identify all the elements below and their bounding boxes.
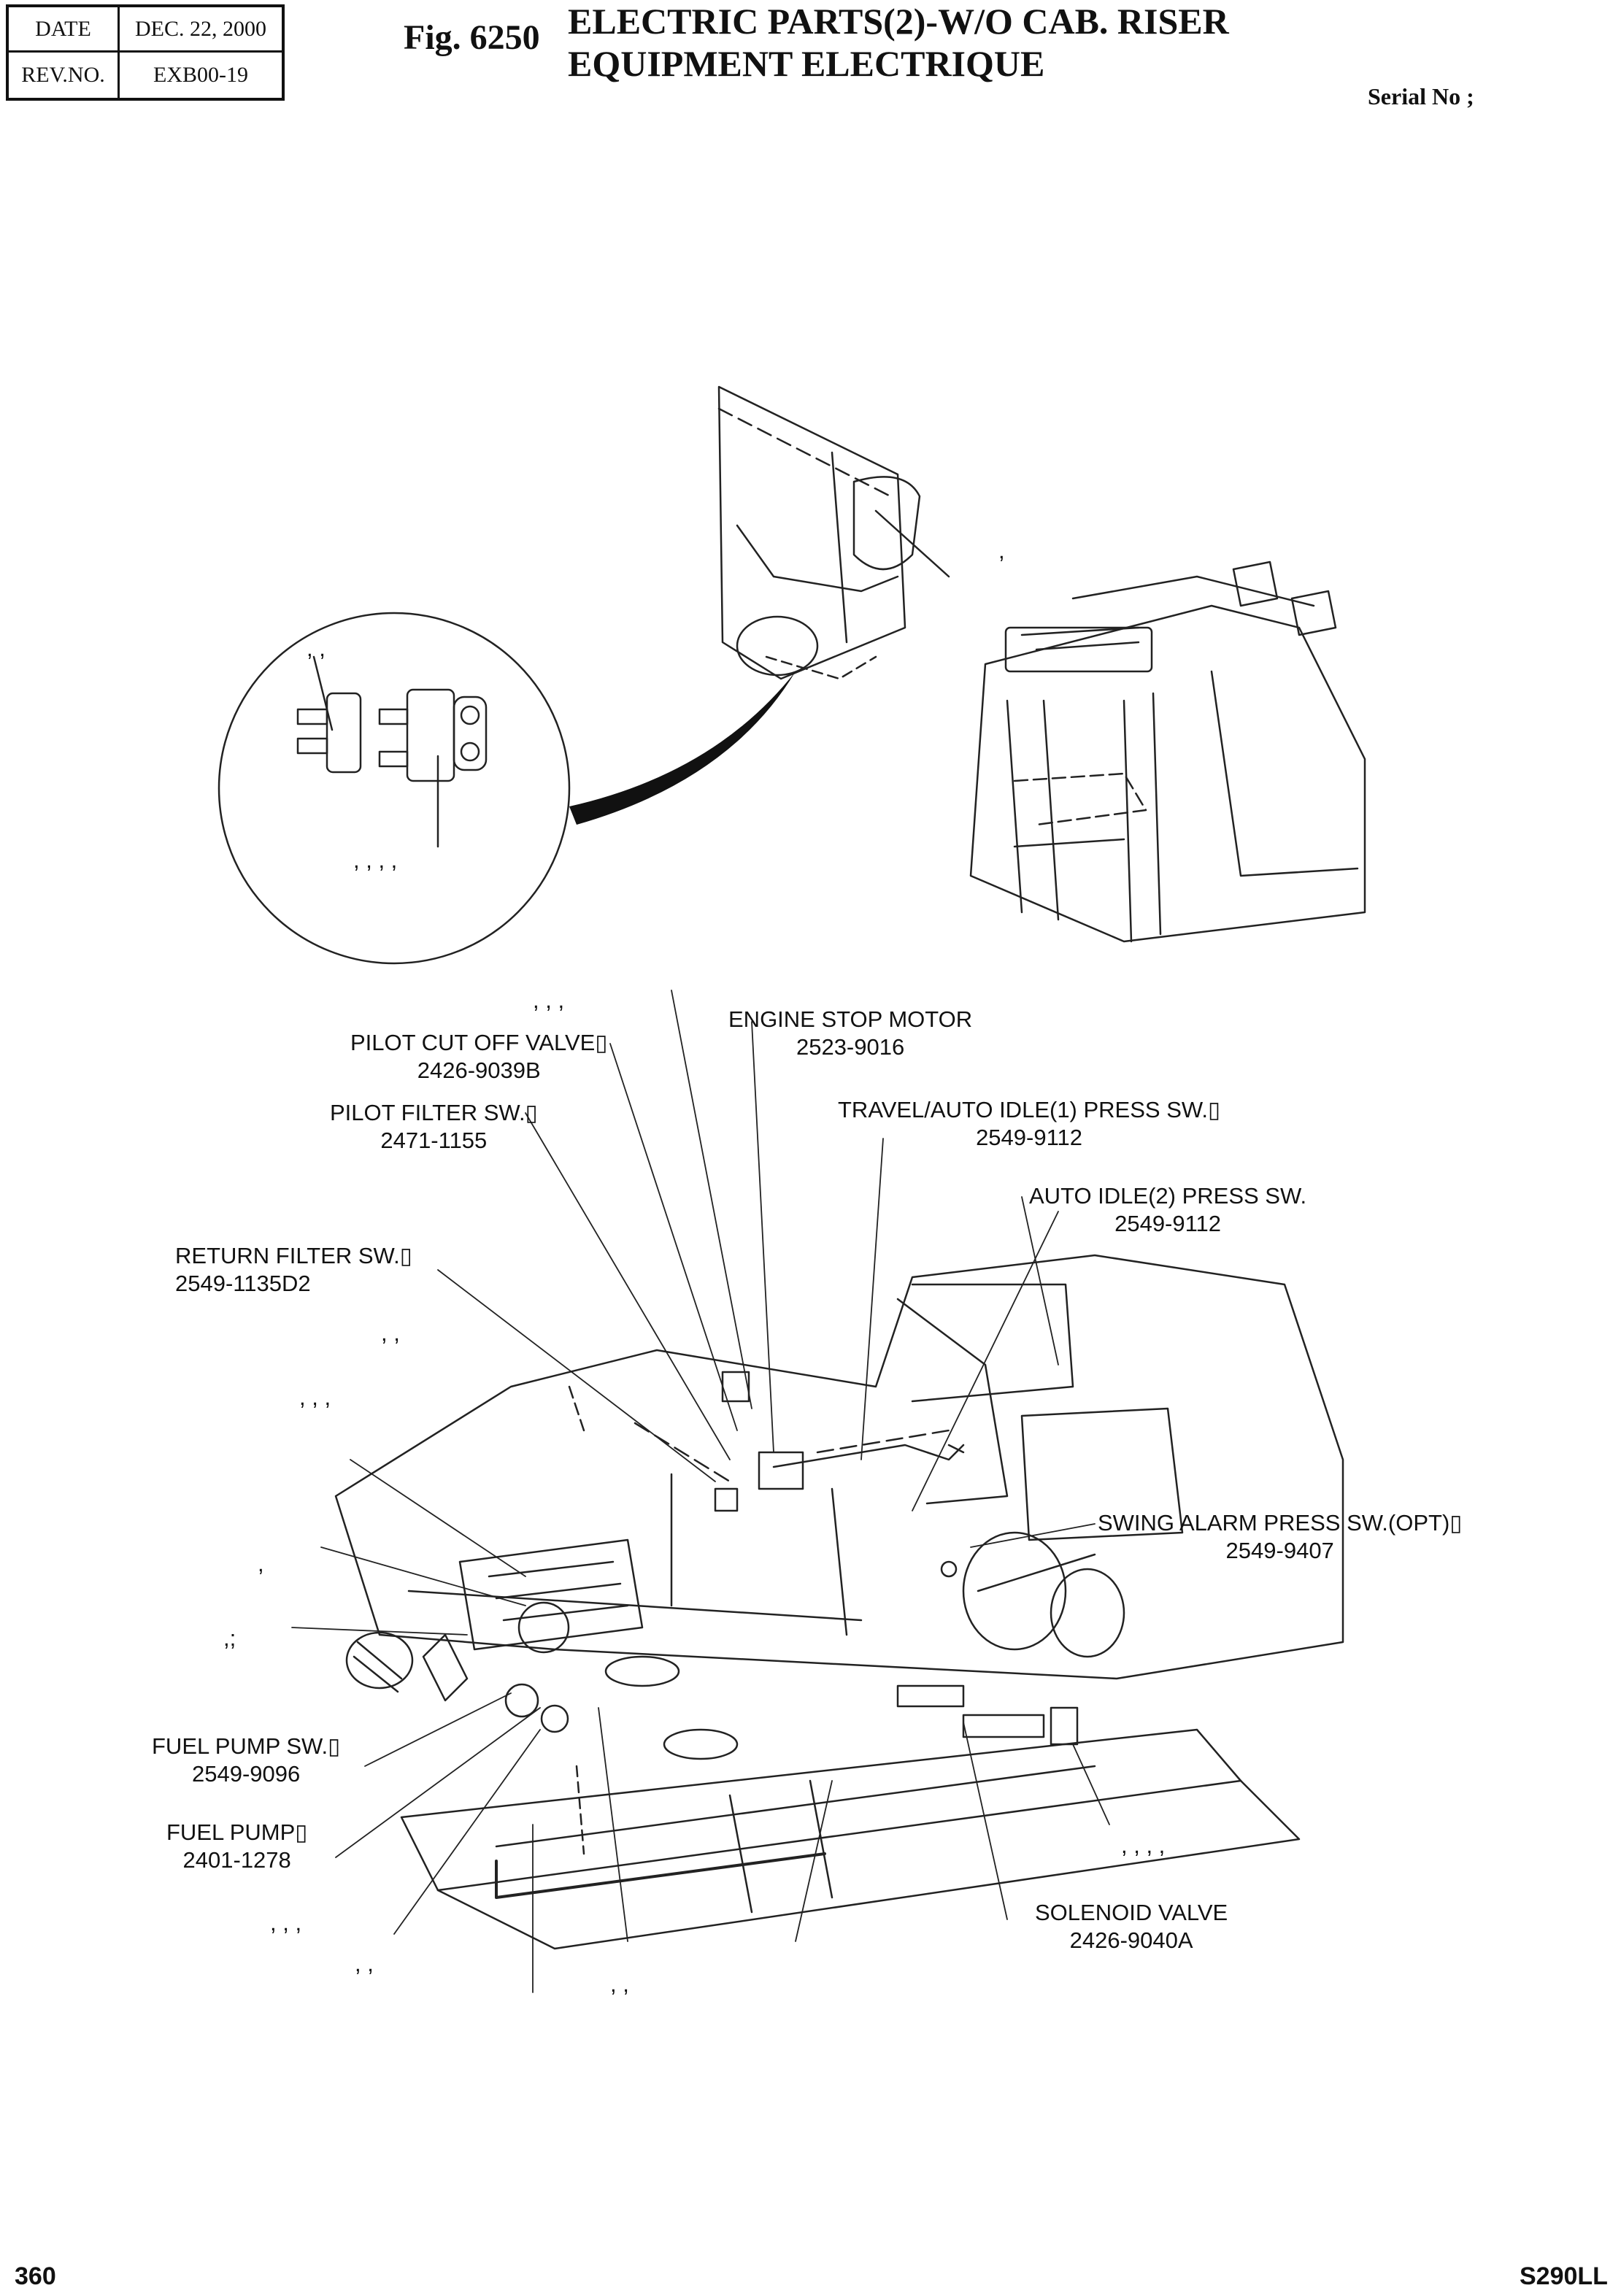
electrical-box <box>345 1371 1079 1746</box>
callout-swing-alarm-press-sw: SWING ALARM PRESS SW.(OPT)▯ 2549-9407 <box>1098 1509 1462 1565</box>
ref-mark: , , , , <box>1121 1833 1166 1858</box>
leader-lines <box>291 990 1110 1993</box>
callout-solenoid-valve: SOLENOID VALVE 2426-9040A <box>1035 1899 1228 1954</box>
model-code: S290LL <box>1520 2262 1608 2290</box>
callout-part-number: 2426-9039B <box>417 1058 541 1083</box>
callout-part-number: 2401-1278 <box>182 1847 291 1873</box>
callout-part-number: 2471-1155 <box>380 1128 488 1153</box>
callout-pilot-filter-sw: PILOT FILTER SW.▯ 2471-1155 <box>330 1099 538 1155</box>
ref-mark: ,; <box>223 1625 236 1651</box>
rev-value: EXB00-19 <box>153 63 248 87</box>
callout-fuel-pump-sw: FUEL PUMP SW.▯ 2549-9096 <box>152 1733 340 1788</box>
figure-number: Fig. 6250 <box>404 18 540 57</box>
callout-part-number: 2549-9112 <box>976 1125 1083 1150</box>
callout-auto-idle-2-press-sw: AUTO IDLE(2) PRESS SW. 2549-9112 <box>1029 1182 1306 1238</box>
callout-name: SOLENOID VALVE <box>1035 1900 1228 1925</box>
callout-name: FUEL PUMP▯ <box>166 1819 308 1845</box>
beam-detail <box>717 385 950 680</box>
callout-part-number: 2549-1135D2 <box>175 1271 311 1296</box>
title-line-2: EQUIPMENT ELECTRIQUE <box>568 43 1045 84</box>
ref-mark: , , <box>307 636 326 661</box>
date-value: DEC. 22, 2000 <box>120 7 282 53</box>
serial-number: Serial No ; <box>1368 83 1474 109</box>
ref-mark: , , , <box>270 1910 302 1935</box>
callout-name: TRAVEL/AUTO IDLE(1) PRESS SW.▯ <box>838 1097 1221 1122</box>
rev-label: REV.NO. <box>9 53 120 98</box>
title-line-1: ELECTRIC PARTS(2)-W/O CAB. RISER <box>568 1 1229 42</box>
ref-mark: , <box>998 538 1005 563</box>
callout-pilot-cut-off-valve: PILOT CUT OFF VALVE▯ 2426-9039B <box>350 1029 607 1085</box>
ref-mark: , , , <box>299 1384 331 1410</box>
callout-travel-auto-idle-1-press-sw: TRAVEL/AUTO IDLE(1) PRESS SW.▯ 2549-9112 <box>838 1096 1220 1152</box>
callout-name: ENGINE STOP MOTOR <box>728 1006 973 1032</box>
date-label: DATE <box>9 7 120 53</box>
header-table: DATE DEC. 22, 2000 REV.NO. EXB00-19 <box>6 4 285 101</box>
callout-fuel-pump: FUEL PUMP▯ 2401-1278 <box>166 1819 307 1874</box>
callout-name: PILOT FILTER SW.▯ <box>330 1100 538 1125</box>
callout-name: RETURN FILTER SW.▯ <box>175 1243 412 1268</box>
relay-magnified-circle <box>217 612 571 965</box>
callout-part-number: 2549-9112 <box>1114 1211 1222 1236</box>
ref-mark: , , , , <box>353 847 398 873</box>
callout-name: AUTO IDLE(2) PRESS SW. <box>1029 1183 1307 1209</box>
callout-name: PILOT CUT OFF VALVE▯ <box>350 1030 608 1055</box>
callout-part-number: 2523-9016 <box>796 1034 905 1060</box>
callout-part-number: 2426-9040A <box>1069 1927 1193 1953</box>
page-number: 360 <box>15 2262 56 2290</box>
cab-frame <box>969 560 1366 943</box>
lower-frame <box>400 1655 1301 1950</box>
callout-name: FUEL PUMP SW.▯ <box>152 1733 341 1759</box>
ref-mark: , , , <box>533 987 565 1013</box>
ref-mark: , <box>258 1551 264 1576</box>
ref-mark: , , <box>355 1951 374 1976</box>
callout-part-number: 2549-9096 <box>191 1761 301 1787</box>
callout-name: SWING ALARM PRESS SW.(OPT)▯ <box>1098 1510 1463 1536</box>
detail-pointer <box>569 671 796 825</box>
callout-part-number: 2549-9407 <box>1225 1538 1334 1563</box>
ref-mark: , , <box>610 1971 629 1997</box>
chassis-body <box>334 1254 1344 1680</box>
callout-return-filter-sw: RETURN FILTER SW.▯ 2549-1135D2 <box>175 1242 412 1298</box>
ref-mark: , , <box>381 1320 400 1346</box>
callout-engine-stop-motor: ENGINE STOP MOTOR 2523-9016 <box>728 1006 972 1061</box>
